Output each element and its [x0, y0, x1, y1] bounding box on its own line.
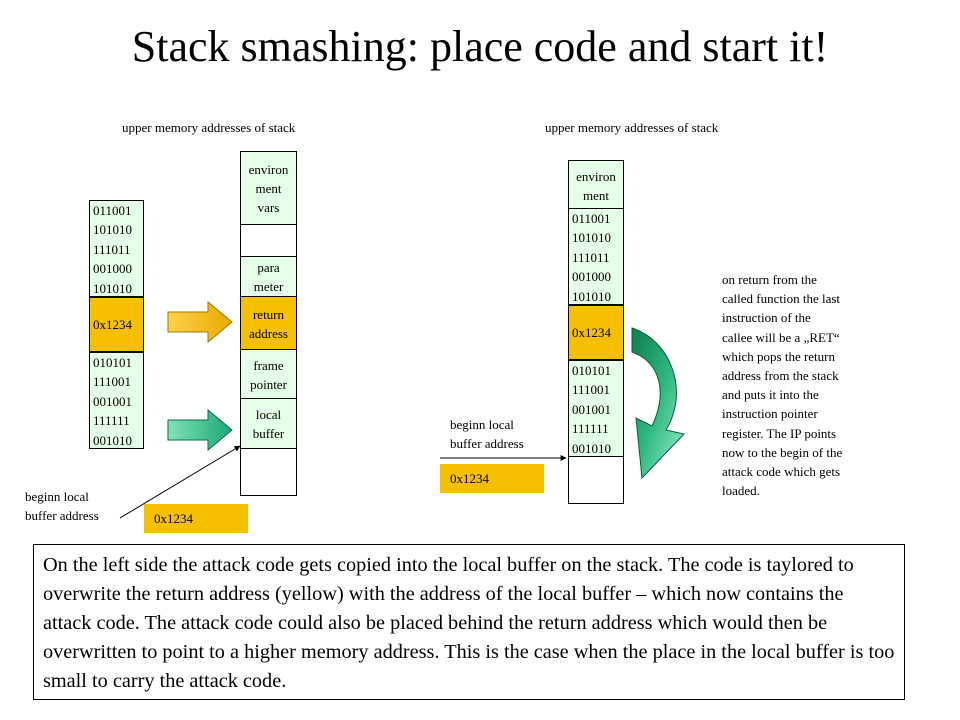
code-line: 001000 [572, 269, 611, 285]
buffer-address-value: 0x1234 [154, 510, 193, 526]
right-code-address: 0x1234 [568, 305, 624, 360]
code-line: 101010 [93, 280, 132, 296]
left-code-bottom: 010101 111001 001001 111111 001010 [89, 352, 144, 449]
code-line: 111111 [93, 413, 130, 429]
code-line: 010101 [572, 363, 611, 378]
left-stack-local-buffer: local buffer [240, 398, 297, 449]
left-stack-return-address: return address [240, 296, 297, 350]
code-line: 101010 [93, 222, 132, 238]
code-line: 001000 [93, 261, 132, 277]
code-line: 111011 [93, 241, 131, 257]
left-stack-frame-pointer: frame pointer [240, 349, 297, 399]
code-line: 101010 [572, 288, 611, 304]
code-line: 011001 [93, 203, 132, 218]
summary-box: On the left side the attack code gets co… [33, 544, 905, 700]
code-line: 010101 [93, 355, 132, 370]
left-buffer-label: beginn local buffer address [25, 489, 99, 523]
page-title: Stack smashing: place code and start it! [131, 22, 829, 71]
right-code-bottom: 010101 111001 001001 111111 001010 [568, 360, 624, 457]
right-buffer-address: 0x1234 [440, 464, 544, 493]
left-pointer-line [119, 445, 241, 519]
left-code-top: 011001 101010 111011 001000 101010 [89, 200, 144, 297]
right-caption: upper memory addresses of stack [545, 120, 719, 135]
code-address-value: 0x1234 [572, 324, 611, 340]
right-buffer-label: beginn local buffer address [450, 417, 524, 451]
left-stack-environment: environ ment vars [240, 151, 297, 225]
right-stack-environment: environ ment [568, 160, 624, 209]
curved-return-arrow [631, 327, 685, 480]
code-line: 001010 [572, 440, 611, 456]
right-code-top: 011001 101010 111011 001000 101010 [568, 208, 624, 305]
code-line: 111001 [93, 374, 132, 390]
buffer-address-value: 0x1234 [450, 470, 489, 486]
code-line: 001001 [572, 401, 611, 417]
code-line: 001001 [93, 393, 132, 409]
left-stack-parameter: para meter [240, 256, 297, 297]
return-explanation: on return from the called function the l… [722, 272, 843, 499]
left-buffer-address: 0x1234 [144, 504, 248, 533]
left-code-address: 0x1234 [89, 297, 144, 352]
left-stack-empty [240, 224, 297, 257]
code-line: 111011 [572, 249, 610, 265]
orange-arrow [167, 300, 233, 344]
right-stack-bottom [568, 456, 624, 504]
code-line: 101010 [572, 230, 611, 246]
code-line: 111111 [572, 421, 609, 437]
code-line: 011001 [572, 211, 611, 226]
code-address-value: 0x1234 [93, 316, 132, 332]
left-stack-bottom [240, 448, 297, 496]
code-line: 111001 [572, 382, 611, 398]
code-line: 001010 [93, 432, 132, 448]
left-caption: upper memory addresses of stack [122, 120, 296, 135]
green-arrow [167, 408, 233, 452]
